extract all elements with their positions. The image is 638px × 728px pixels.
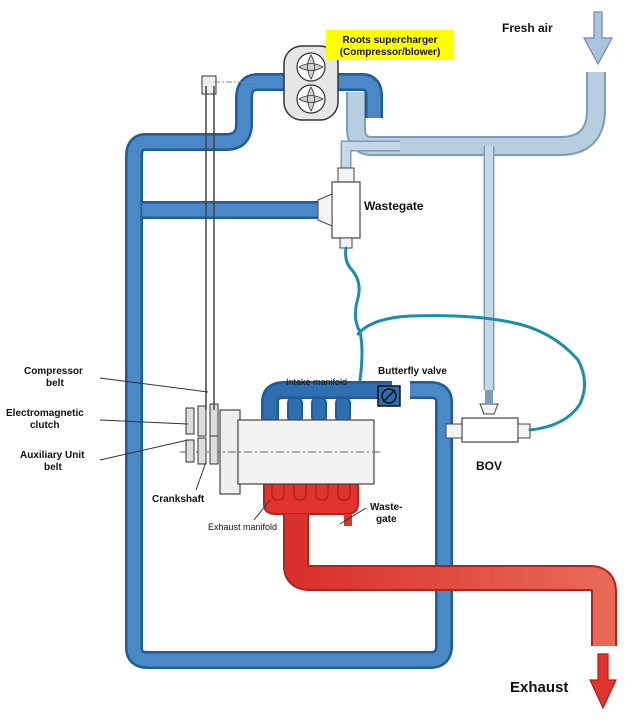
- vacuum-lines: [344, 246, 586, 432]
- fresh-air-pipe: [340, 72, 606, 390]
- wastegate-top-label: Wastegate: [364, 199, 424, 213]
- aux-belt-label-line1: Auxiliary Unit: [20, 450, 85, 461]
- credit-line2: Based on the original VW TSI drawing.: [150, 627, 351, 639]
- wastegate-bottom-label-line1: Waste-: [370, 502, 402, 513]
- wastegate-valve: [317, 167, 361, 249]
- pulley-stack: [185, 403, 219, 465]
- supercharger-label-line1: Roots supercharger: [342, 35, 437, 46]
- exhaust-manifold-label: Exhaust manifold: [208, 522, 277, 532]
- exhaust-arrow: [589, 653, 617, 710]
- compressor-belt: [201, 75, 258, 410]
- intake-manifold: [261, 381, 392, 423]
- boost-pipe: [125, 73, 453, 669]
- wastegate-bottom-label-line2: gate: [376, 514, 397, 525]
- intake-manifold-label: Intake manifold: [286, 377, 347, 387]
- bov-valve: [445, 390, 531, 443]
- fresh-air-arrow: [582, 11, 614, 66]
- butterfly-valve: [377, 385, 401, 407]
- bov-label: BOV: [476, 459, 502, 473]
- supercharger-highlight: [326, 30, 454, 60]
- credit-line1: SC14/B16a2 concept drawing by Shiftyjonn…: [150, 611, 383, 623]
- clutch-label-line2: clutch: [30, 420, 59, 431]
- crankshaft-label: Crankshaft: [152, 494, 205, 505]
- exhaust-pipe: [263, 477, 617, 646]
- fresh-air-label: Fresh air: [502, 21, 553, 35]
- supercharger-label-line2: (Compressor/blower): [340, 47, 441, 58]
- engine-block: [180, 409, 380, 495]
- roots-supercharger: [283, 45, 339, 121]
- compressor-belt-label-line2: belt: [46, 378, 64, 389]
- compressor-belt-label-line1: Compressor: [24, 366, 83, 377]
- clutch-label-line1: Electromagnetic: [6, 408, 84, 419]
- aux-belt-label-line2: belt: [44, 462, 62, 473]
- leader-lines: [99, 377, 367, 525]
- exhaust-label: Exhaust: [510, 679, 568, 696]
- butterfly-valve-label: Butterfly valve: [378, 366, 447, 377]
